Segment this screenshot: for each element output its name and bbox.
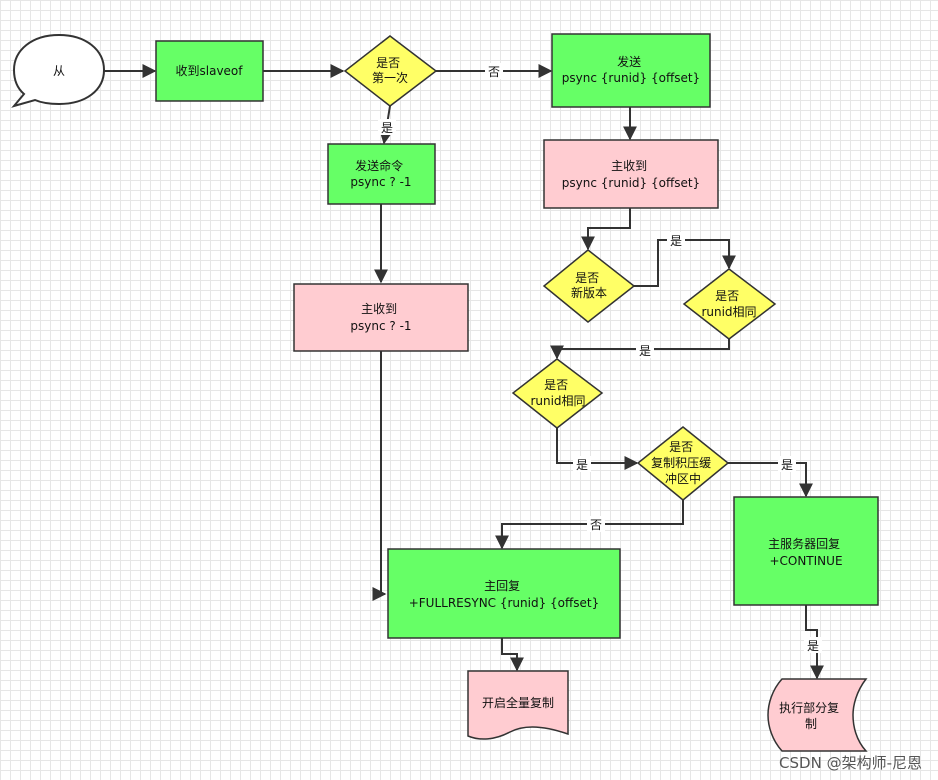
node-label-in-backlog: 是否 复制积压缓 冲区中 bbox=[651, 440, 715, 486]
node-label-first-time: 是否 第一次 bbox=[372, 56, 408, 85]
node-master-recv-q: 主收到 psync ? -1 bbox=[293, 283, 469, 352]
decision-runid-same-2: 是否 runid相同 bbox=[511, 358, 604, 429]
edge-label-text: 是 bbox=[381, 121, 393, 135]
edge-label-no-2: 否 bbox=[587, 516, 605, 532]
node-label-runid-same-2: 是否 runid相同 bbox=[530, 378, 585, 408]
decision-in-backlog: 是否 复制积压缓 冲区中 bbox=[636, 426, 730, 501]
edge-label-yes-6: 是 bbox=[804, 637, 822, 653]
edge-newversion-yes-runid1 bbox=[634, 239, 736, 287]
decision-new-version: 是否 新版本 bbox=[542, 249, 636, 323]
edge-label-yes-2: 是 bbox=[667, 232, 685, 248]
edge-label-yes-3: 是 bbox=[636, 342, 654, 358]
node-label-full-copy: 开启全量复制 bbox=[482, 695, 554, 710]
edge-masterq-to-full bbox=[372, 351, 387, 601]
edge-label-text: 是 bbox=[576, 458, 588, 472]
watermark: CSDN @架构师-尼恩 bbox=[779, 754, 922, 772]
edge-label-text: 是 bbox=[639, 344, 651, 358]
node-master-reply-continue: 主服务器回复 +CONTINUE bbox=[733, 496, 879, 606]
node-label-runid-same-1: 是否 runid相同 bbox=[701, 289, 756, 319]
edge-label-yes-4: 是 bbox=[573, 456, 591, 472]
decision-first-time: 是否 第一次 bbox=[343, 35, 438, 107]
node-start: 从 bbox=[11, 33, 106, 108]
edge-label-yes-1: 是 bbox=[378, 119, 396, 135]
edge-runid2-yes-backlog bbox=[556, 428, 639, 470]
decision-runid-same-1: 是否 runid相同 bbox=[682, 268, 777, 340]
edge-master-to-newversion bbox=[581, 208, 631, 251]
edge-label-yes-5: 是 bbox=[778, 456, 796, 472]
node-label-send-psync-q: 发送命令 psync ? -1 bbox=[350, 158, 411, 189]
node-label-send-runid: 发送 psync {runid} {offset} bbox=[562, 54, 700, 85]
edge-label-text: 否 bbox=[590, 518, 602, 532]
node-label-master-reply-continue: 主服务器回复 +CONTINUE bbox=[768, 536, 844, 568]
node-send-psync-q: 发送命令 psync ? -1 bbox=[327, 143, 436, 205]
node-send-runid: 发送 psync {runid} {offset} bbox=[551, 33, 711, 108]
edge-label-text: 是 bbox=[807, 639, 819, 653]
edge-label-text: 否 bbox=[488, 65, 500, 79]
node-full-copy: 开启全量复制 bbox=[467, 670, 569, 740]
edge-label-no-1: 否 bbox=[485, 63, 503, 79]
node-label-master-recv-runid: 主收到 psync {runid} {offset} bbox=[562, 159, 700, 190]
edge-full-to-fullcopy bbox=[501, 638, 524, 672]
node-label-start: 从 bbox=[53, 64, 65, 78]
node-label-new-version: 是否 新版本 bbox=[571, 271, 607, 300]
edge-backlog-yes-continue bbox=[728, 462, 813, 498]
edge-label-text: 是 bbox=[781, 458, 793, 472]
node-label-recv-slaveof: 收到slaveof bbox=[176, 64, 244, 78]
node-label-master-recv-q: 主收到 psync ? -1 bbox=[350, 302, 411, 333]
node-label-master-reply-full: 主回复 +FULLRESYNC {runid} {offset} bbox=[409, 579, 600, 610]
node-partial-copy: 执行部分复 制 bbox=[767, 678, 868, 752]
node-master-recv-runid: 主收到 psync {runid} {offset} bbox=[543, 139, 719, 209]
node-recv-slaveof: 收到slaveof bbox=[155, 40, 264, 102]
edge-continue-to-partial bbox=[805, 605, 824, 680]
edge-label-text: 是 bbox=[670, 234, 682, 248]
node-label-partial-copy: 执行部分复 制 bbox=[779, 700, 843, 731]
node-master-reply-full: 主回复 +FULLRESYNC {runid} {offset} bbox=[387, 548, 621, 639]
edge-labels: 否 是 是 是 是 是 否 是 bbox=[378, 63, 822, 653]
